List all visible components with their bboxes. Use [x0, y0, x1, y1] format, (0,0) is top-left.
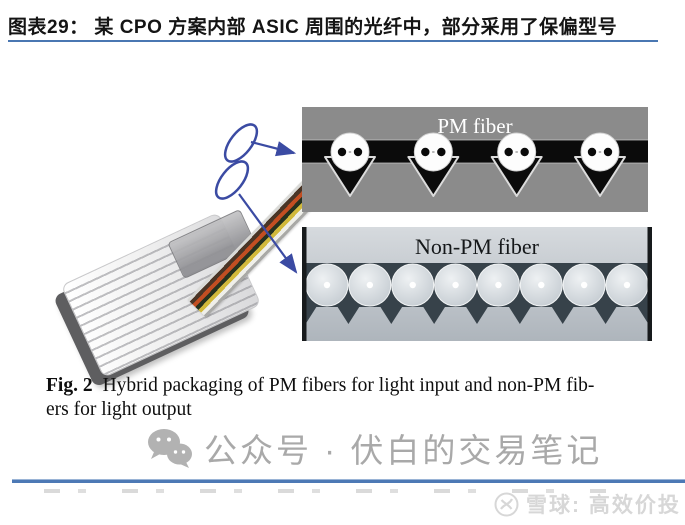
non-pm-fiber-core — [409, 281, 416, 289]
xueqiu-snowball-icon — [494, 492, 519, 516]
fiber-array-connector — [50, 152, 349, 388]
pm-panel-label: PM fiber — [437, 114, 512, 138]
non-pm-panel-label: Non-PM fiber — [415, 234, 540, 259]
wechat-watermark: 公众号 · 伏白的交易笔记 — [146, 424, 602, 472]
non-pm-fibers-circle-marker — [214, 160, 250, 200]
caption-fig-label: Fig. 2 — [46, 375, 93, 396]
caption-line1: Hybrid packaging of PM fibers for light … — [102, 375, 595, 396]
figure-area: PM fiber Non-PM fiber — [0, 88, 685, 388]
pm-stress-rod — [437, 147, 446, 157]
non-pm-fiber-panel: Non-PM fiber — [302, 227, 652, 341]
non-pm-fiber-core — [495, 281, 502, 289]
non-pm-panel-right-border — [647, 227, 652, 341]
wechat-watermark-text: 公众号 · 伏白的交易笔记 — [204, 432, 603, 469]
caption-line2: ers for light output — [46, 399, 192, 420]
non-pm-fiber-core — [452, 281, 459, 289]
non-pm-fiber-core — [366, 281, 374, 289]
non-pm-fiber-core — [623, 281, 631, 289]
pm-stress-rod — [337, 147, 347, 157]
pm-fiber-core — [598, 151, 602, 153]
figure-caption: Fig. 2 Hybrid packaging of PM fibers for … — [46, 374, 651, 422]
pm-fibers-circle-marker — [223, 123, 259, 163]
pm-stress-rod — [504, 147, 513, 157]
pm-fiber-core — [515, 151, 518, 153]
pm-stress-rod — [587, 147, 597, 157]
non-pm-fiber-row — [302, 263, 652, 324]
non-pm-fiber-core — [580, 281, 588, 289]
bottom-divider-line — [12, 479, 685, 483]
pm-stress-rod — [353, 147, 363, 157]
non-pm-fiber-core — [323, 281, 331, 289]
pm-stress-rod — [603, 147, 613, 157]
pm-fiber-panel: PM fiber — [302, 107, 648, 212]
pm-fiber-row — [324, 132, 626, 197]
xueqiu-watermark: 雪球: 高效价投 — [494, 489, 681, 519]
wechat-icon — [148, 429, 192, 468]
pm-panel-black-band — [302, 140, 648, 163]
xueqiu-watermark-text: 雪球: 高效价投 — [526, 494, 681, 517]
clipped-source-text — [44, 489, 609, 493]
pm-stress-rod — [520, 147, 529, 157]
title-underline — [8, 40, 658, 42]
non-pm-fiber-core — [538, 281, 545, 289]
pm-stress-rod — [421, 147, 430, 157]
pm-fiber-core — [348, 151, 352, 153]
arrow-to-pm-panel — [250, 140, 297, 157]
pm-fiber-core — [432, 151, 435, 153]
non-pm-panel-left-border — [302, 227, 307, 341]
page-title: 图表29： 某 CPO 方案内部 ASIC 周围的光纤中，部分采用了保偏型号 — [8, 17, 618, 38]
